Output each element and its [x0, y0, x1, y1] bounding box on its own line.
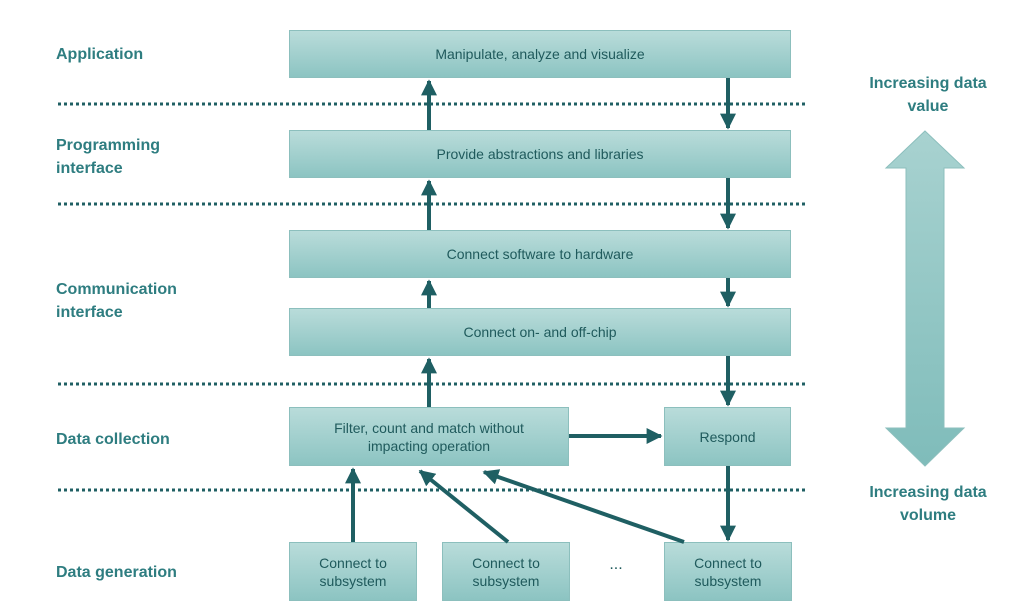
box-connect-subsystem-2: Connect to subsystem	[442, 542, 570, 601]
arrow-subsystem2-to-filter	[418, 469, 510, 544]
layer-label-application: Application	[56, 46, 144, 63]
box-connect-on-off-chip: Connect on- and off-chip	[289, 308, 791, 356]
arrow-subsystem3-to-filter	[482, 469, 685, 544]
box-provide-abstractions: Provide abstractions and libraries	[289, 130, 791, 178]
box-connect-subsystem-1: Connect to subsystem	[289, 542, 417, 601]
layer-label-data-collection: Data collection	[56, 431, 170, 448]
box-manipulate-analyze-visualize: Manipulate, analyze and visualize	[289, 30, 791, 78]
double-arrow-icon	[884, 130, 966, 467]
ellipsis: ...	[609, 556, 623, 573]
layer-label-data-generation: Data generation	[56, 564, 177, 581]
layer-label-programming-interface: Programming interface	[56, 137, 161, 177]
box-connect-software-hardware: Connect software to hardware	[289, 230, 791, 278]
increasing-data-value-label: Increasing data value	[869, 75, 987, 115]
box-filter-count-match: Filter, count and match without impactin…	[289, 407, 569, 466]
box-respond: Respond	[664, 407, 791, 466]
increasing-data-volume-label: Increasing data volume	[869, 484, 987, 524]
box-connect-subsystem-3: Connect to subsystem	[664, 542, 792, 601]
layer-label-communication-interface: Communication interface	[56, 281, 177, 321]
